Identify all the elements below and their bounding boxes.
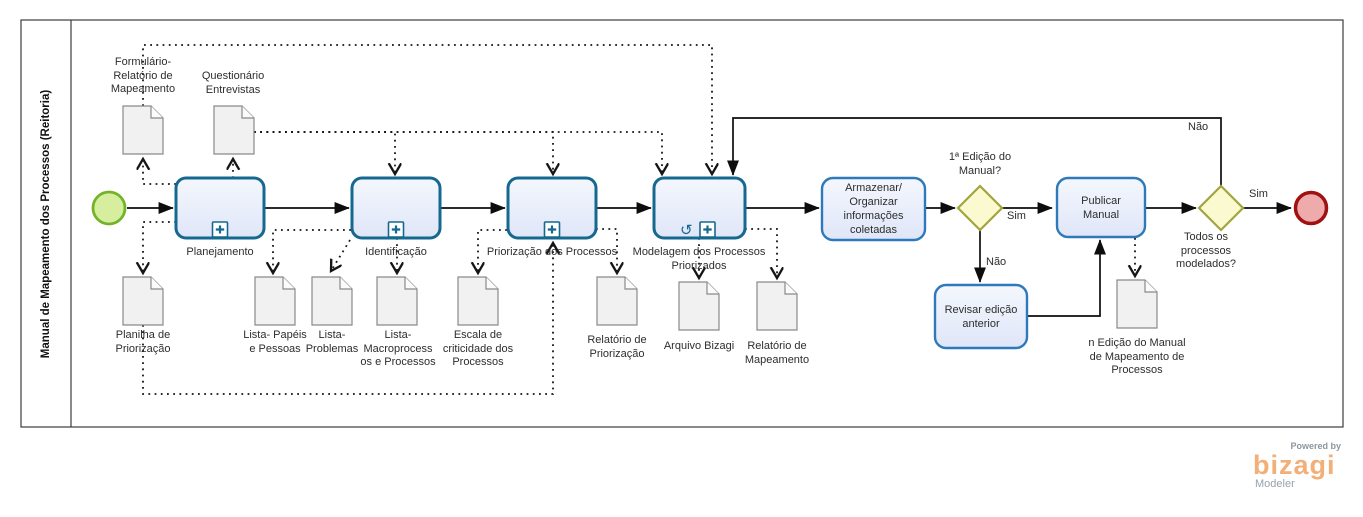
pool-title-band: Manual de Mapeamento dos Processos (Reit… (21, 20, 71, 427)
start-event[interactable] (91, 190, 127, 226)
document-fold (404, 277, 417, 290)
flow-revisar-to-publicar (1027, 239, 1106, 317)
label-task-priorizacao: Priorização dos Processos (486, 246, 618, 258)
label-task-planejamento: Planejamento (186, 246, 254, 258)
document-lista-macro[interactable] (376, 276, 418, 326)
subprocess-marker-identificacao (387, 221, 405, 238)
plus-icon (391, 225, 401, 234)
document-n-edicao[interactable] (1116, 279, 1158, 329)
label-doc-lista-macro: Lista- Macroprocess os e Processos (360, 329, 436, 368)
label-task-modelagem: Modelagem dos Processos Priorizados (632, 246, 766, 272)
modeler-text: Modeler (1255, 478, 1295, 490)
document-rel-priorizacao[interactable] (596, 276, 638, 326)
document-lista-papeis[interactable] (254, 276, 296, 326)
bizagi-wordmark: bizagi (1253, 450, 1336, 480)
document-fold (150, 277, 163, 290)
plus-icon (703, 225, 712, 234)
flow-gateway2-nao-to-modelagem (727, 117, 1222, 186)
label-nao-gateway1: Não (986, 256, 1007, 268)
bizagi-logo: Powered by bizagi Modeler (1253, 441, 1345, 490)
label-doc-lista-problemas: Lista- Problemas (305, 329, 359, 355)
task-armazenar-text: Armazenar/ Organizar informações coletad… (843, 182, 904, 236)
assoc-identificacao-to-lista-papeis (273, 229, 351, 273)
document-rel-mapeamento[interactable] (756, 281, 798, 331)
pool-frame[interactable] (20, 19, 1344, 428)
document-fold (485, 277, 498, 290)
gateway-primeira-edicao[interactable] (956, 184, 1004, 232)
document-arquivo-bizagi[interactable] (678, 281, 720, 331)
document-fold (784, 282, 797, 295)
powered-by-text: Powered by (1290, 441, 1341, 451)
task-identificacao[interactable] (350, 176, 442, 240)
label-doc-rel-mapeamento: Relatório de Mapeamento (744, 340, 810, 366)
task-priorizacao[interactable] (506, 176, 598, 240)
document-fold (1144, 280, 1157, 293)
task-revisar[interactable] (933, 283, 1029, 350)
label-doc-n-edicao: n Edição do Manual de Mapeamento de Proc… (1088, 337, 1186, 376)
assoc-priorizacao-to-rel-priorizacao (596, 228, 617, 273)
loop-icon: ↺ (680, 221, 693, 239)
assoc-questionario-to-identificacao (254, 131, 395, 174)
label-gateway-primeira-edicao: 1ª Edição do Manual? (948, 151, 1012, 177)
subprocess-marker-planejamento (211, 221, 229, 238)
task-planejamento[interactable] (174, 176, 266, 240)
document-fold (706, 282, 719, 295)
label-sim-gateway1: Sim (1007, 210, 1026, 222)
label-nao-gateway2: Não (1188, 121, 1209, 133)
task-publicar-text: Publicar Manual (1081, 194, 1121, 221)
document-fold (150, 106, 163, 119)
label-sim-gateway2: Sim (1249, 188, 1268, 200)
document-escala[interactable] (457, 276, 499, 326)
assoc-formulario-to-modelagem (142, 44, 712, 174)
task-revisar-text: Revisar edição anterior (944, 303, 1018, 330)
subprocess-marker-modelagem: ↺ (680, 221, 716, 239)
assoc-modelagem-to-rel-mapeamento (745, 228, 777, 278)
subprocess-marker-priorizacao (543, 221, 561, 238)
task-modelagem[interactable] (652, 176, 747, 240)
task-armazenar[interactable] (820, 176, 927, 242)
label-task-identificacao: Identificação (365, 246, 427, 258)
document-fold (282, 277, 295, 290)
assoc-questionario-to-priorizacao (254, 131, 553, 174)
label-doc-arquivo-bizagi: Arquivo Bizagi (663, 340, 735, 352)
plus-icon (547, 225, 557, 234)
document-formulario[interactable] (122, 105, 164, 155)
label-doc-lista-papeis: Lista- Papéis e Pessoas (243, 329, 307, 355)
document-planilha[interactable] (122, 276, 164, 326)
label-doc-formulario: Formulário- Relatório de Mapeamento (110, 56, 176, 95)
label-doc-escala: Escala de criticidade dos Processos (442, 329, 514, 368)
document-questionario[interactable] (213, 105, 255, 155)
document-fold (339, 277, 352, 290)
label-doc-rel-priorizacao: Relatório de Priorização (587, 334, 647, 360)
document-lista-problemas[interactable] (311, 276, 353, 326)
label-doc-planilha: Planilha de Priorização (115, 329, 171, 355)
task-publicar[interactable] (1055, 176, 1147, 239)
assoc-questionario-to-modelagem (254, 131, 662, 174)
gateway-todos-modelados[interactable] (1197, 184, 1245, 232)
plus-icon (215, 225, 225, 234)
pool-title: Manual de Mapeamento dos Processos (Reit… (40, 89, 52, 358)
end-event[interactable] (1293, 190, 1329, 226)
document-fold (624, 277, 637, 290)
label-doc-questionario: Questionário Entrevistas (201, 70, 265, 96)
document-fold (241, 106, 254, 119)
label-gateway-todos-modelados: Todos os processos modelados? (1176, 231, 1236, 270)
assoc-planilha-to-priorizacao (142, 243, 553, 395)
assoc-planejamento-to-formulario (143, 159, 176, 185)
